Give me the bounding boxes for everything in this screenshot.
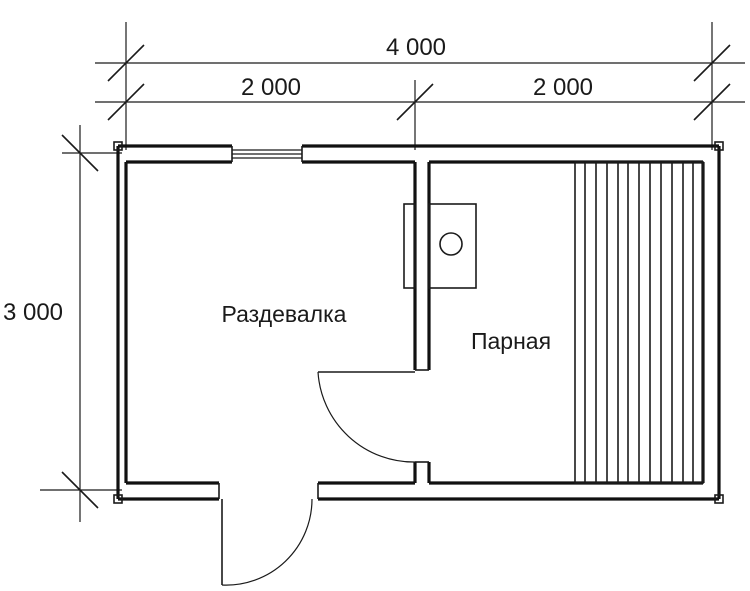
entrance-door xyxy=(221,498,313,586)
dimension-left-width: 2 000 xyxy=(241,74,301,101)
room-label-changing-room: Раздевалка xyxy=(222,301,347,327)
interior-door xyxy=(317,371,416,463)
room-label-steam-room: Парная xyxy=(471,328,551,354)
dimension-height: 3 000 xyxy=(3,299,63,326)
dimension-total-width: 4 000 xyxy=(386,34,446,61)
stove xyxy=(403,203,477,289)
dimension-lines xyxy=(40,22,745,522)
dimension-right-width: 2 000 xyxy=(533,74,593,101)
sauna-benches xyxy=(574,161,704,484)
walls xyxy=(113,141,724,504)
